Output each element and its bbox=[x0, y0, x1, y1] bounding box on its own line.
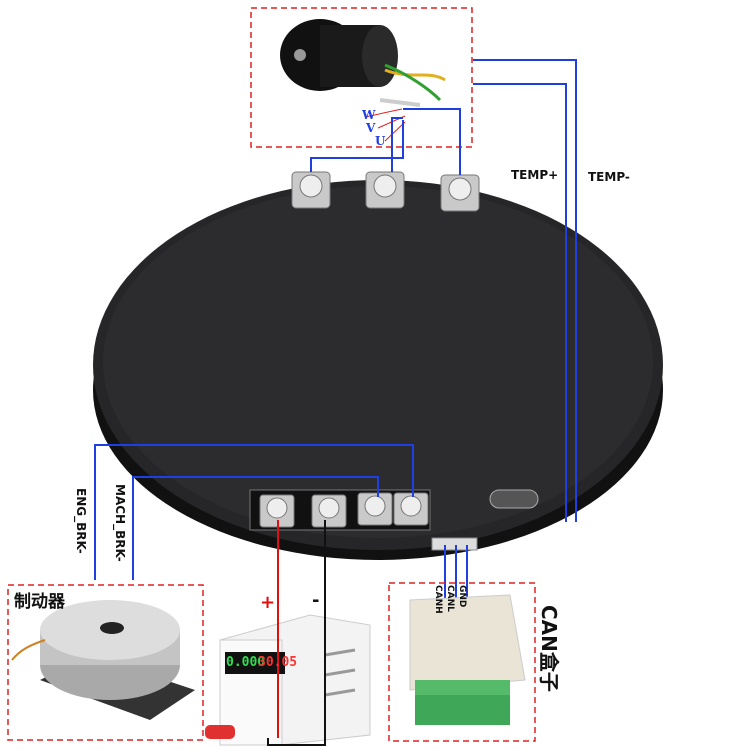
phase-label-v: V bbox=[366, 121, 376, 135]
wire-w bbox=[310, 120, 404, 172]
power-wires bbox=[267, 520, 326, 746]
canl-label: CANL bbox=[445, 585, 455, 612]
temp-minus-label: TEMP- bbox=[588, 170, 630, 184]
can-box-image bbox=[409, 594, 526, 725]
controller-puck bbox=[93, 180, 663, 560]
power-supply-image bbox=[205, 614, 371, 746]
wire-v bbox=[391, 117, 403, 172]
wire-mach-brk bbox=[132, 476, 379, 580]
eng-brk-label: ENG_BRK- bbox=[74, 488, 88, 554]
brake-box bbox=[7, 584, 204, 741]
temp-plus-label: TEMP+ bbox=[511, 168, 559, 182]
minus-label: - bbox=[312, 590, 320, 611]
phase-label-w: W bbox=[362, 108, 376, 122]
motor-terminal-screws bbox=[291, 171, 480, 212]
gnd-label: GND bbox=[457, 585, 467, 608]
phase-label-u: U bbox=[375, 134, 386, 148]
motor-box bbox=[250, 7, 473, 148]
wire-temp-minus bbox=[473, 59, 577, 522]
bottom-terminal-screws bbox=[249, 489, 431, 531]
blue-wires bbox=[94, 59, 577, 706]
wire-eng-brk bbox=[94, 444, 414, 580]
brake-title: 制动器 bbox=[14, 592, 65, 612]
wire-negative bbox=[267, 520, 326, 746]
canh-label: CANH bbox=[433, 585, 443, 614]
mach-brk-label: MACH_BRK- bbox=[113, 484, 127, 562]
can-box-title: CAN盒子 bbox=[537, 605, 561, 692]
usb-c-port bbox=[489, 489, 539, 509]
wire-u bbox=[403, 108, 461, 175]
can-box-frame bbox=[388, 582, 536, 742]
current-display: 0.000 bbox=[226, 655, 266, 670]
voltage-display: 30.05 bbox=[258, 655, 298, 670]
brake-image bbox=[11, 600, 195, 720]
motor-image bbox=[280, 19, 446, 107]
plus-label: + bbox=[260, 592, 276, 613]
wire-temp-plus bbox=[473, 83, 567, 522]
can-connector bbox=[431, 537, 478, 551]
